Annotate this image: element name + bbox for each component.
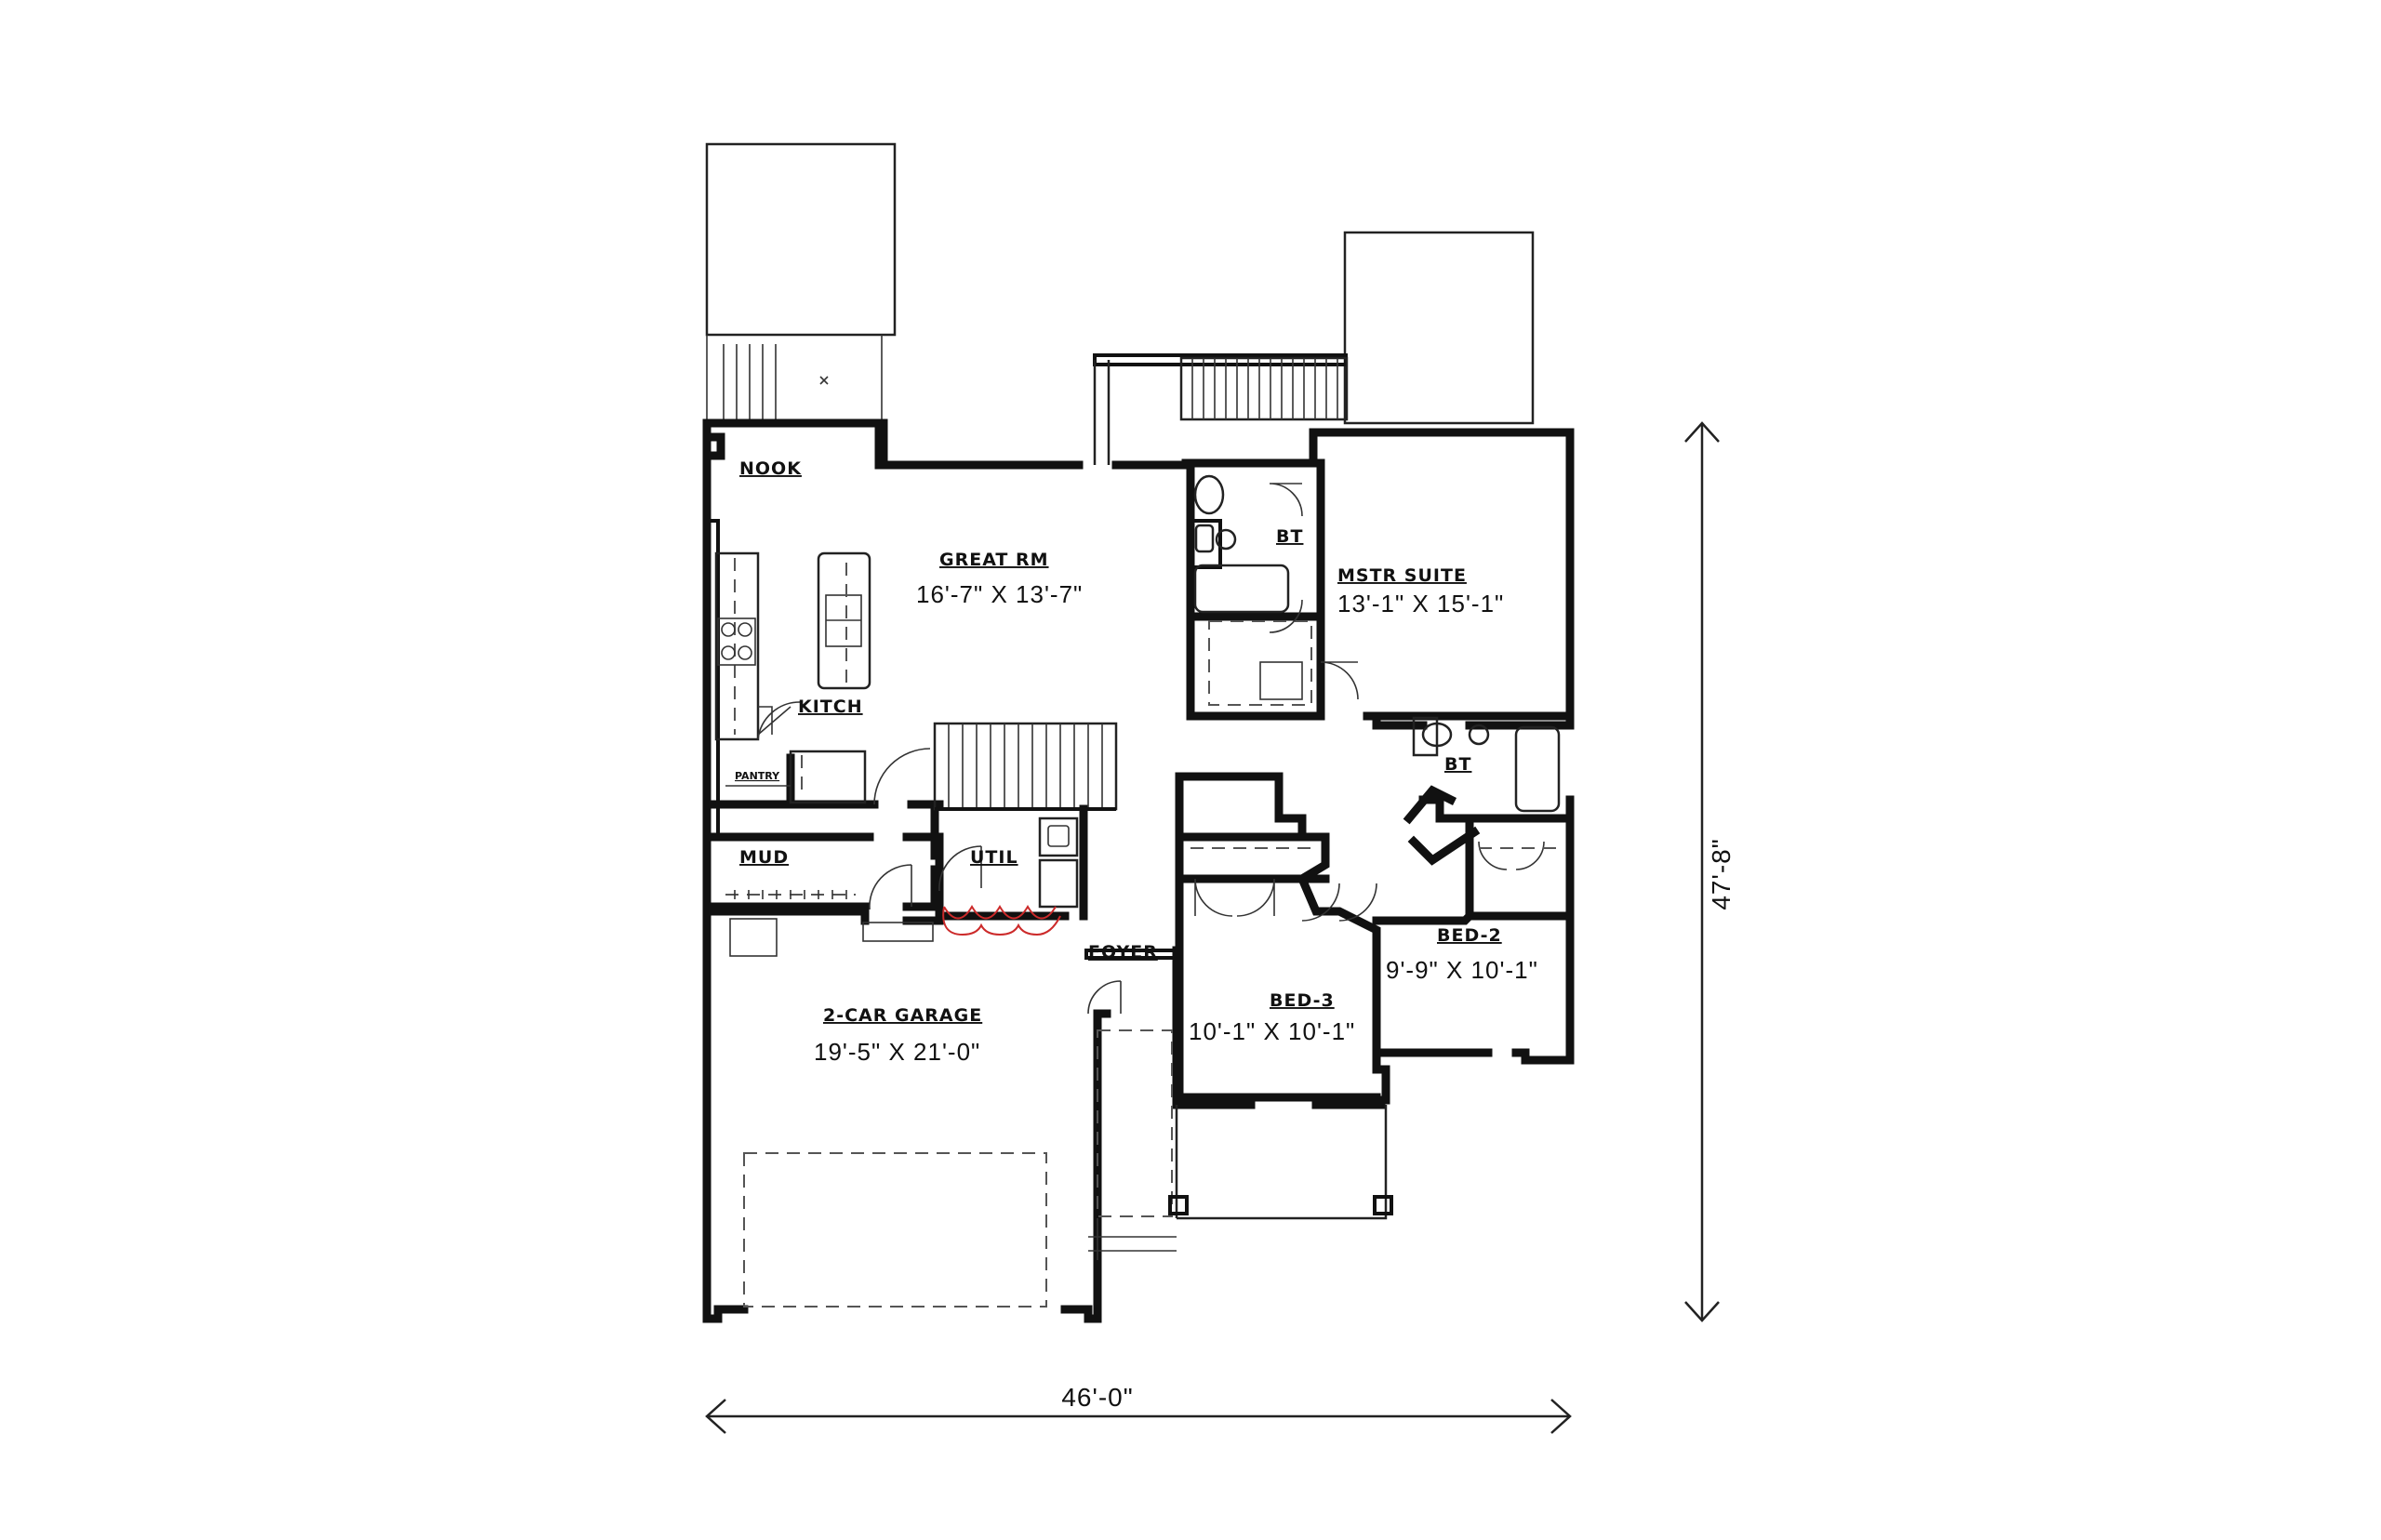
pantry-shelving: [725, 748, 982, 910]
exterior-walls: [702, 418, 1575, 1109]
rear-patio-left: [705, 142, 897, 423]
interior-stairs: [933, 722, 1118, 811]
room-label-util: UTIL: [970, 847, 1018, 868]
room-label-mud: MUD: [739, 847, 789, 868]
master-bath-fixtures: [1193, 474, 1359, 706]
closet-doors: [1190, 841, 1563, 922]
room-label-nook: NOOK: [739, 458, 802, 479]
overall-width-dimension: 46'-0": [705, 1383, 1572, 1434]
interior-walls: [1186, 458, 1575, 730]
room-label-pantry: PANTRY: [735, 770, 780, 782]
overall-depth-dimension: 47'-8": [1684, 421, 1736, 1322]
kitchen-counters: [714, 551, 871, 741]
room-dims-master-suite: 13'-1" X 15'-1": [1337, 590, 1504, 617]
room-label-bed-2: BED-2: [1437, 925, 1502, 946]
room-label-master-suite: MSTR SUITE: [1337, 565, 1467, 586]
kitchen-pantry-walls: [702, 753, 944, 921]
room-label-bath-2: BT: [1444, 754, 1471, 775]
room-dims-garage: 19'-5" X 21'-0": [814, 1038, 980, 1066]
room-dims-great-room: 16'-7" X 13'-7": [916, 580, 1083, 608]
laundry-appliances: [942, 816, 1079, 936]
room-label-garage: 2-CAR GARAGE: [823, 1005, 982, 1026]
bedroom-walls: [1175, 772, 1575, 1102]
room-dims-bed-2: 9'-9" X 10'-1": [1386, 956, 1538, 984]
left-notch: [702, 418, 884, 470]
room-label-master-bath: BT: [1276, 526, 1303, 547]
bath-2-fixtures: [1412, 716, 1561, 813]
garage-details: [729, 918, 1178, 1308]
room-label-kitchen: KITCH: [798, 697, 863, 717]
mud-util-walls: [702, 804, 1088, 925]
room-label-great-room: GREAT RM: [939, 550, 1049, 570]
overall-depth-label: 47'-8": [1707, 838, 1736, 909]
room-label-bed-3: BED-3: [1270, 990, 1335, 1011]
overall-width-label: 46'-0": [1061, 1383, 1133, 1412]
exterior-walls-left: [702, 418, 1111, 1323]
room-label-foyer: FOYER: [1088, 942, 1158, 962]
front-porch: [1168, 1105, 1393, 1220]
rear-deck-stairs: [1093, 353, 1349, 465]
rear-patio-right: [1343, 231, 1535, 425]
room-dims-bed-3: 10'-1" X 10'-1": [1189, 1017, 1355, 1045]
